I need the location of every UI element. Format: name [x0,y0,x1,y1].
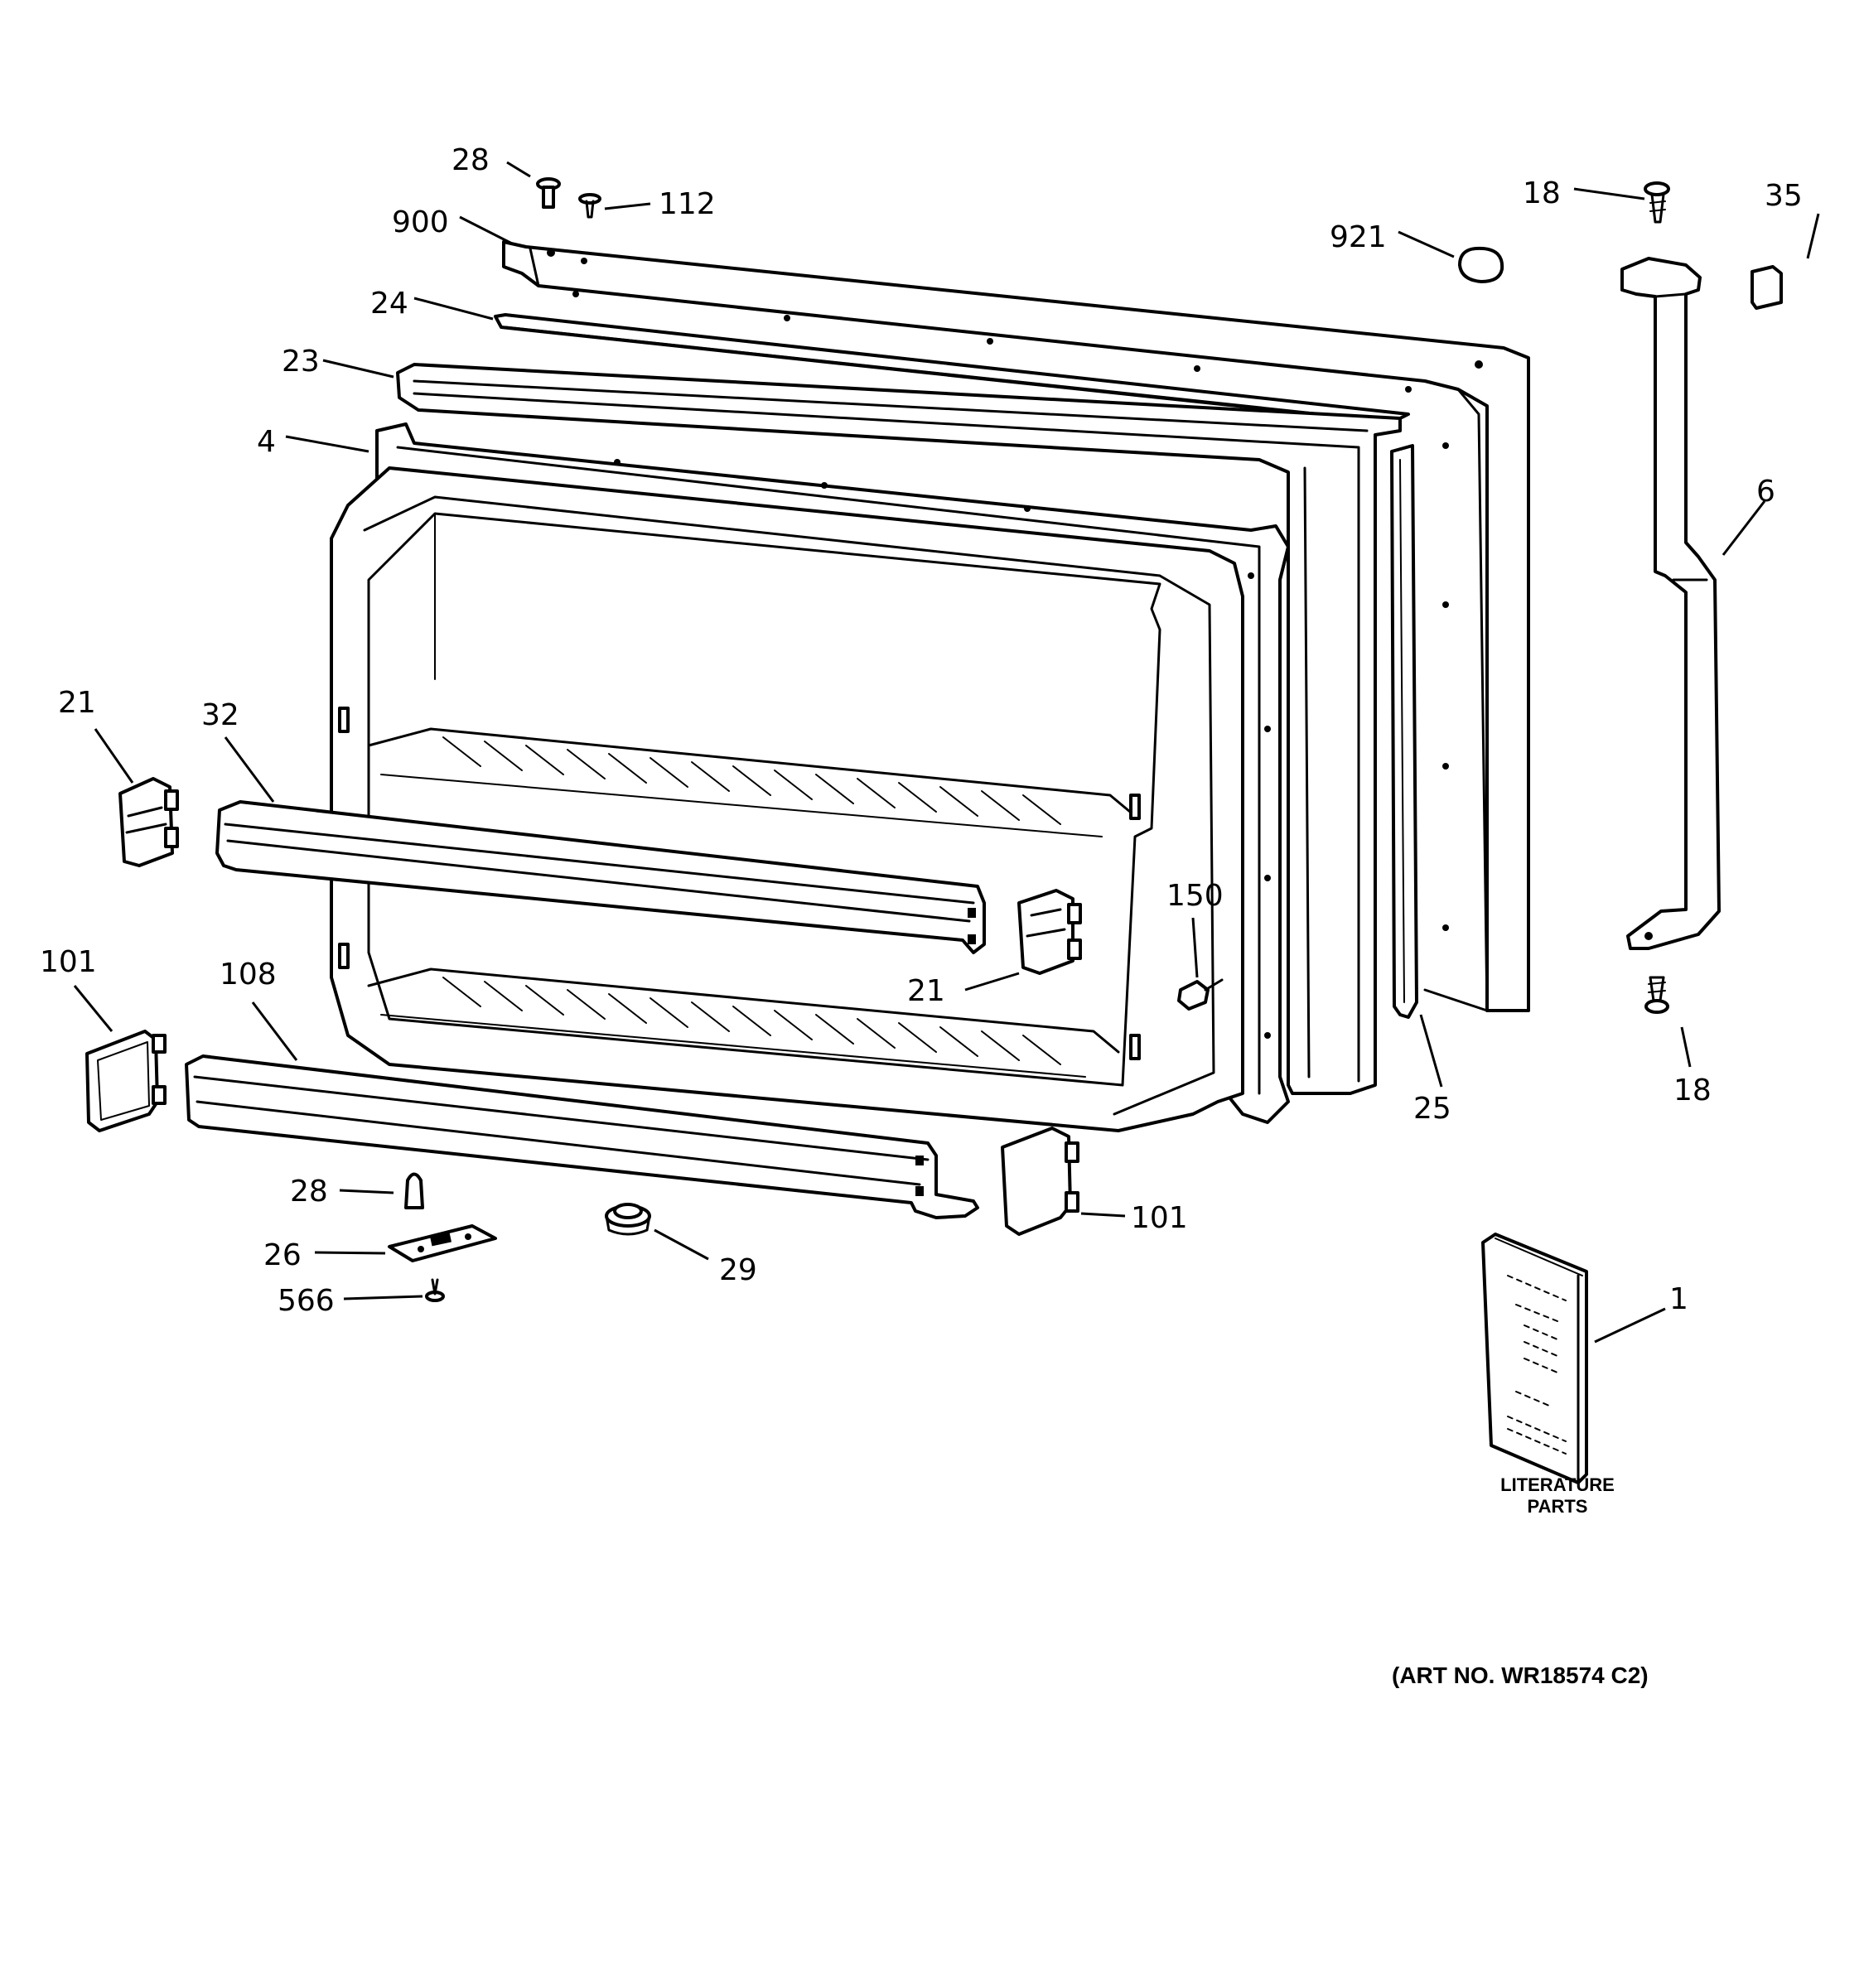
door-liner-tub-part [330,466,1244,1132]
grommet-29-part [605,1203,651,1236]
literature-book-part [1481,1233,1588,1484]
end-cap-left-part [85,1030,167,1132]
door-gasket-part [396,363,1402,1095]
door-handle-part [1620,257,1721,950]
callout-28-top: 28 [452,143,490,177]
callout-35: 35 [1765,179,1803,213]
callout-921: 921 [1330,220,1387,254]
seal-strip-part [1390,444,1418,1019]
shelf-rail-part [215,800,986,954]
callout-566: 566 [278,1284,335,1318]
callout-21-left: 21 [58,686,96,720]
clip-35-part [1751,265,1783,310]
outer-door-panel-part [502,240,1530,1012]
screw-566-part [425,1278,445,1302]
screw-18-bottom-part [1644,976,1669,1014]
callout-29: 29 [719,1253,757,1287]
plug-921-part [1458,246,1504,283]
callout-101-right: 101 [1131,1201,1188,1235]
screw-28-top-part [536,177,561,209]
callout-900: 900 [392,205,449,239]
callout-25: 25 [1413,1092,1451,1126]
callout-101-left: 101 [40,945,97,979]
literature-caption-line2: PARTS [1528,1496,1588,1517]
screw-18-top-part [1644,181,1670,224]
callout-labels: 28 112 900 24 23 4 921 18 35 6 21 32 150… [40,143,1803,1318]
callout-108: 108 [220,958,277,992]
rail-bracket-left-part [118,777,179,867]
callout-6: 6 [1756,475,1775,509]
callout-32: 32 [201,698,239,732]
callout-1: 1 [1669,1282,1688,1316]
callout-23: 23 [282,345,320,379]
literature-caption-line1: LITERATURE [1500,1474,1615,1495]
screw-150-part [1177,978,1224,1011]
callout-4: 4 [257,425,276,459]
plate-26-part [388,1224,497,1262]
leader-lines [73,161,1820,1344]
rail-bracket-right-part [1017,889,1082,975]
callout-18-bottom: 18 [1673,1074,1712,1107]
callout-26: 26 [263,1238,302,1272]
bottom-rail-part [185,1054,979,1219]
callout-150: 150 [1166,879,1224,913]
screw-112-part [578,193,601,219]
callout-24: 24 [370,287,408,321]
callout-18-top: 18 [1523,176,1561,210]
pin-28-bottom-part [404,1172,424,1209]
art-number: (ART NO. WR18574 C2) [1392,1662,1649,1688]
end-cap-right-part [1001,1127,1079,1236]
callout-112: 112 [659,187,716,221]
callout-28-bottom: 28 [290,1175,328,1209]
callout-21-right: 21 [907,974,945,1008]
